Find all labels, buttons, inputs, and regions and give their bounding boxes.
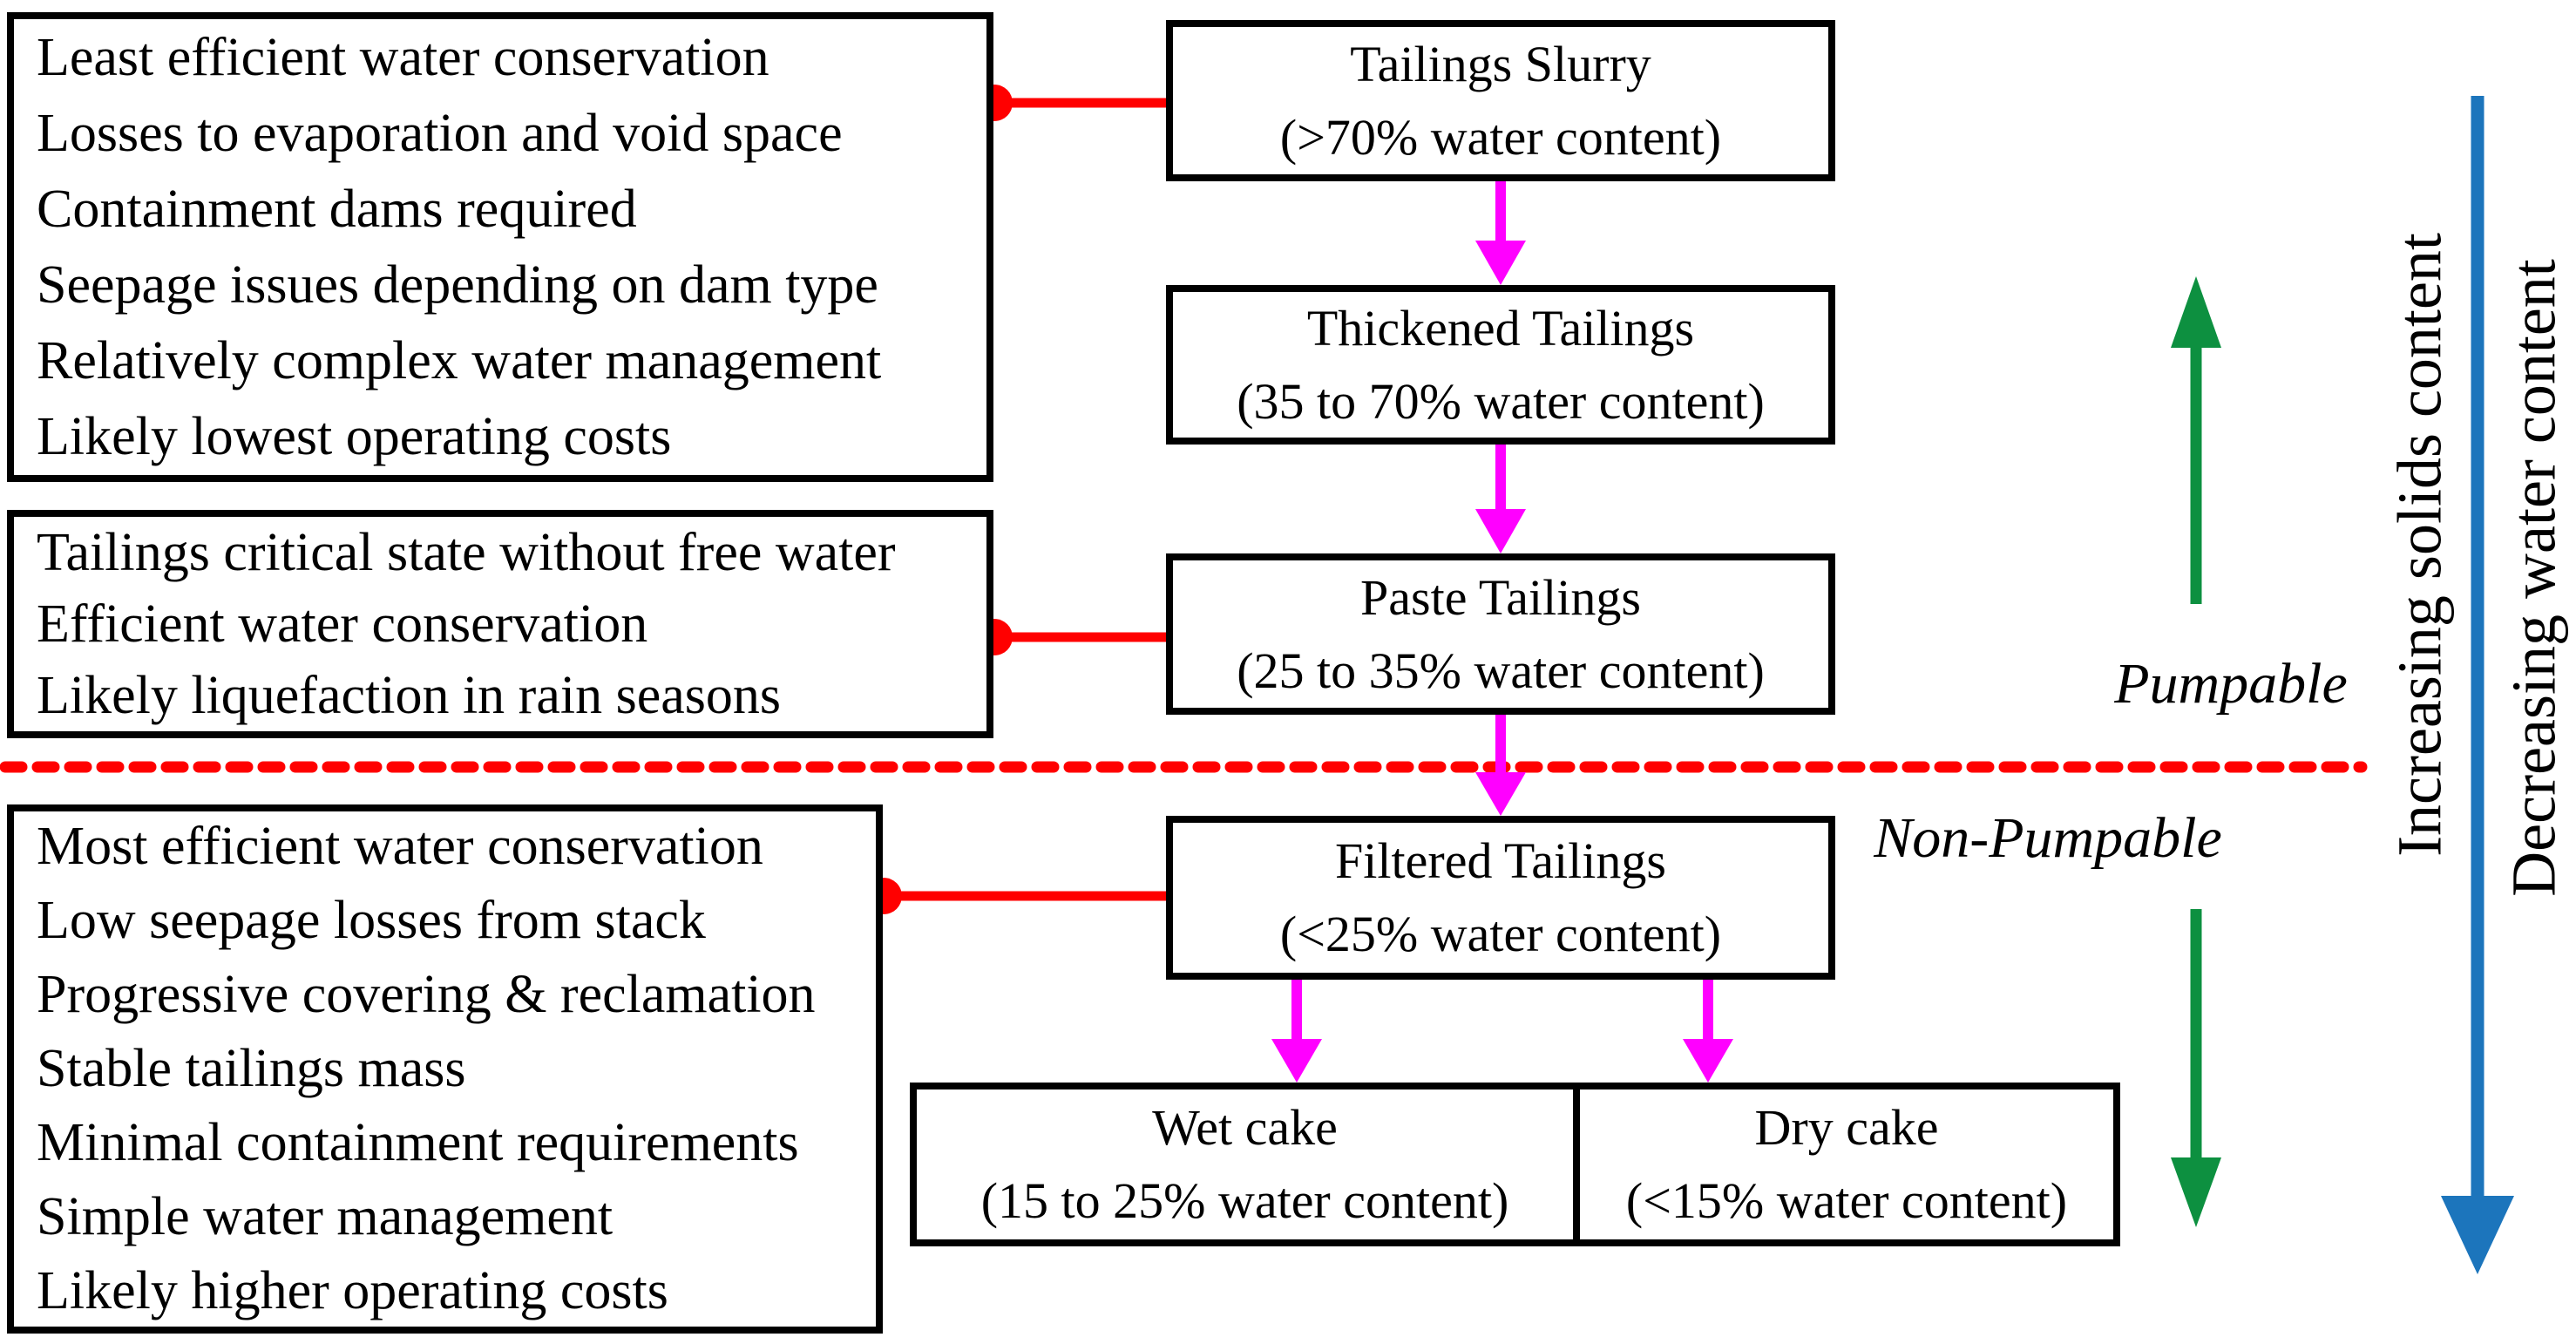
flow-node-title: Thickened Tailings [1306, 299, 1695, 356]
note-line: Efficient water conservation [37, 594, 648, 654]
flow-node-tailings-slurry: Tailings Slurry (>70% water content) [1166, 20, 1835, 181]
note-line: Relatively complex water management [37, 330, 882, 390]
flow-node-subtitle: (>70% water content) [1279, 108, 1722, 166]
increasing-solids-down-arrow [2171, 909, 2221, 1227]
note-box-filtered: Most efficient water conservation Low se… [7, 804, 883, 1334]
flow-node-title: Paste Tailings [1360, 568, 1641, 626]
flow-node-subtitle: (15 to 25% water content) [980, 1172, 1509, 1229]
note-line: Losses to evaporation and void space [37, 103, 843, 163]
flow-arrow-slurry-to-thickened [1475, 181, 1526, 285]
flow-node-title: Dry cake [1754, 1099, 1939, 1156]
flow-arrow-filtered-to-dry-cake [1683, 980, 1733, 1083]
note-line: Simple water management [37, 1187, 613, 1246]
flow-node-thickened-tailings: Thickened Tailings (35 to 70% water cont… [1166, 285, 1835, 445]
note-line: Progressive covering & reclamation [37, 965, 816, 1024]
note-line: Containment dams required [37, 179, 637, 239]
flow-node-filtered-tailings: Filtered Tailings (<25% water content) [1166, 816, 1835, 980]
flow-node-subtitle: (35 to 70% water content) [1237, 372, 1765, 430]
note-line: Likely lowest operating costs [37, 406, 672, 466]
decreasing-water-down-arrow [2441, 96, 2514, 1274]
note-line: Seepage issues depending on dam type [37, 255, 878, 315]
increasing-solids-up-arrow [2171, 276, 2221, 604]
note-line: Most efficient water conservation [37, 817, 763, 876]
connector-slurry [976, 85, 1166, 121]
flow-arrow-filtered-to-wet-cake [1271, 980, 1322, 1083]
flow-node-title: Tailings Slurry [1350, 35, 1651, 92]
flow-node-title: Filtered Tailings [1335, 832, 1666, 889]
pumpable-label: Pumpable [2114, 652, 2348, 716]
flow-arrow-thickened-to-paste [1475, 445, 1526, 553]
flow-node-wet-cake: Wet cake (15 to 25% water content) [910, 1083, 1580, 1246]
flow-node-subtitle: (<15% water content) [1625, 1172, 2068, 1229]
flow-node-subtitle: (<25% water content) [1279, 906, 1722, 962]
non-pumpable-label: Non-Pumpable [1874, 806, 2222, 870]
increasing-solids-label: Increasing solids content [2384, 233, 2455, 857]
flow-node-subtitle: (25 to 35% water content) [1237, 641, 1765, 699]
note-line: Minimal containment requirements [37, 1113, 799, 1172]
flow-node-title: Wet cake [1152, 1099, 1338, 1156]
note-line: Least efficient water conservation [37, 27, 769, 87]
flow-node-dry-cake: Dry cake (<15% water content) [1580, 1083, 2120, 1246]
note-line: Low seepage losses from stack [37, 891, 706, 950]
note-line: Likely liquefaction in rain seasons [37, 666, 781, 725]
note-line: Likely higher operating costs [37, 1261, 668, 1320]
note-box-paste: Tailings critical state without free wat… [7, 510, 993, 738]
flow-arrow-paste-to-filtered [1475, 715, 1526, 816]
connector-paste [976, 619, 1168, 655]
connector-filtered [865, 878, 1169, 914]
note-box-slurry: Least efficient water conservation Losse… [7, 12, 993, 482]
decreasing-water-label: Decreasing water content [2498, 259, 2569, 897]
flow-node-paste-tailings: Paste Tailings (25 to 35% water content) [1166, 553, 1835, 715]
note-line: Stable tailings mass [37, 1039, 466, 1098]
note-line: Tailings critical state without free wat… [37, 523, 896, 582]
